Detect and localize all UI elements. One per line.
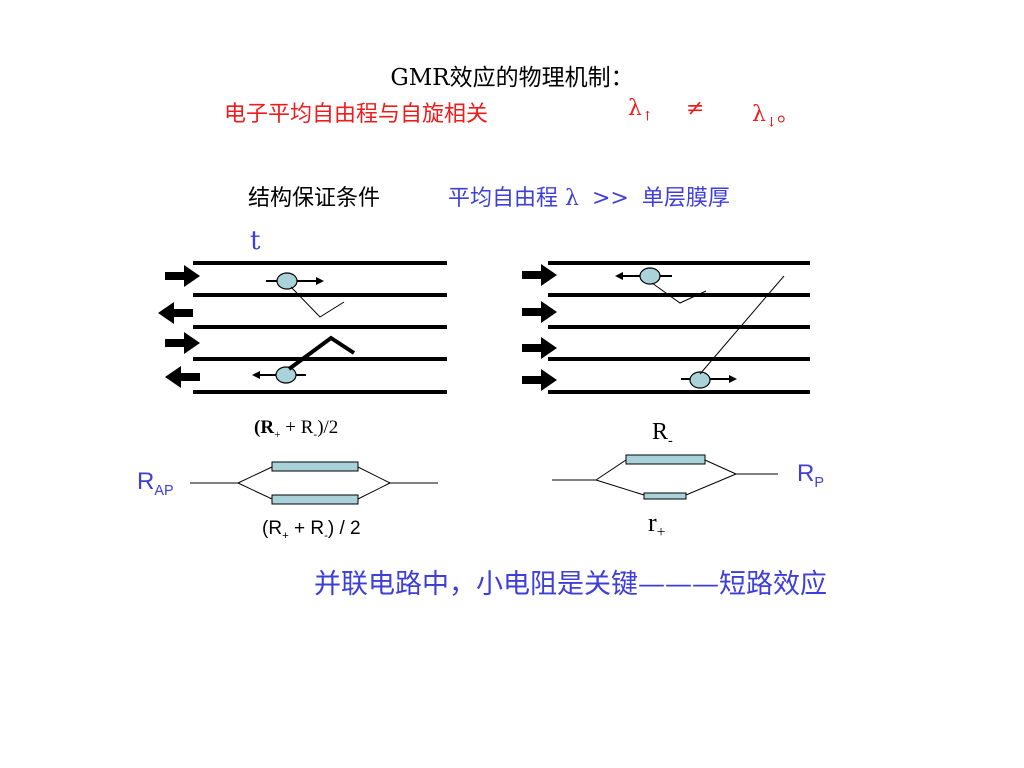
arrow-left-icon <box>158 302 193 324</box>
formula-mid: + R <box>288 518 325 539</box>
minus-subscript: - <box>324 529 328 542</box>
scatter-path-bottom <box>287 335 356 371</box>
paren-close: )/2 <box>317 417 339 438</box>
left-magnetization-arrows <box>158 265 200 388</box>
plus-subscript: + <box>656 524 666 542</box>
resistor-small <box>643 492 687 500</box>
ap-subscript: AP <box>154 482 174 499</box>
condition-blue: 平均自由程 λ >> 单层膜厚 <box>448 180 730 212</box>
left-electron-top <box>266 272 324 290</box>
paren-open: ( <box>254 417 261 438</box>
scatter-path-top <box>651 282 707 304</box>
end-mark: 。 <box>777 102 800 127</box>
r-symbol: R <box>652 419 669 445</box>
formula-close: ) / 2 <box>327 518 361 539</box>
lambda-down-label: λ↓。 <box>752 96 799 130</box>
mean-free-path-text: 平均自由程 <box>448 186 559 211</box>
left-layer-stack <box>193 261 447 394</box>
resistor-top <box>271 461 359 472</box>
plus-subscript: + <box>274 428 281 441</box>
much-greater-sign: >> <box>591 186 629 211</box>
formula-open: (R <box>262 518 283 539</box>
title: GMR效应的物理机制： <box>390 65 634 91</box>
right-layer-stack <box>548 261 810 394</box>
right-electron-top <box>615 267 672 285</box>
not-equal-sign: ≠ <box>686 96 705 121</box>
p-subscript: P <box>814 474 824 491</box>
condition-label: 结构保证条件 <box>248 186 381 211</box>
electron-icon <box>275 366 297 384</box>
arrow-right-icon <box>165 332 200 354</box>
minus-subscript: - <box>668 432 673 449</box>
plus-sign: + <box>280 417 301 438</box>
left-bottom-formula: (R+ + R-) / 2 <box>262 518 361 542</box>
minus-subscript: - <box>313 428 318 441</box>
resistor-large <box>625 454 706 465</box>
right-magnetization-arrows <box>522 264 557 391</box>
arrow-right-icon <box>522 337 557 359</box>
subtitle: 电子平均自由程与自旋相关 <box>224 102 489 127</box>
straight-path <box>699 275 785 375</box>
spin-up-arrow: ↑ <box>641 109 654 125</box>
r-ap-label: RAP <box>137 468 174 499</box>
left-top-formula: (R+ + R-)/2 <box>254 417 338 441</box>
arrow-right-icon <box>522 264 557 286</box>
r-p-label: RP <box>797 460 824 491</box>
r-symbol: R <box>300 417 314 438</box>
right-electron-bottom <box>681 371 737 389</box>
r-symbol: R <box>797 460 815 487</box>
left-circuit <box>190 466 438 500</box>
arrow-right-icon <box>165 265 200 287</box>
resistor-bottom <box>271 494 359 505</box>
left-electron-bottom <box>252 366 306 384</box>
electron-icon <box>639 267 661 285</box>
thickness-text: 单层膜厚 <box>641 186 730 211</box>
arrow-right-icon <box>522 369 557 391</box>
t-symbol: t <box>250 226 261 256</box>
right-circuit <box>552 459 778 496</box>
conclusion-text: 并联电路中，小电阻是关键———短路效应 <box>314 569 827 600</box>
plus-subscript: + <box>282 529 289 542</box>
r-symbol: r <box>648 508 657 537</box>
arrow-left-icon <box>165 366 200 388</box>
scatter-path-top <box>290 286 345 318</box>
r-minus-label: R- <box>652 419 673 450</box>
lambda-symbol: λ <box>565 186 579 211</box>
lambda-up-label: λ↑ <box>628 96 653 124</box>
r-symbol: R <box>260 417 275 438</box>
spin-down-arrow: ↓ <box>765 115 778 131</box>
arrow-right-icon <box>522 301 557 323</box>
electron-icon <box>689 371 711 389</box>
r-plus-label: r+ <box>648 508 665 542</box>
lambda-symbol: λ <box>752 102 766 127</box>
r-symbol: R <box>137 468 155 495</box>
electron-icon <box>276 272 298 290</box>
lambda-symbol: λ <box>628 96 642 121</box>
